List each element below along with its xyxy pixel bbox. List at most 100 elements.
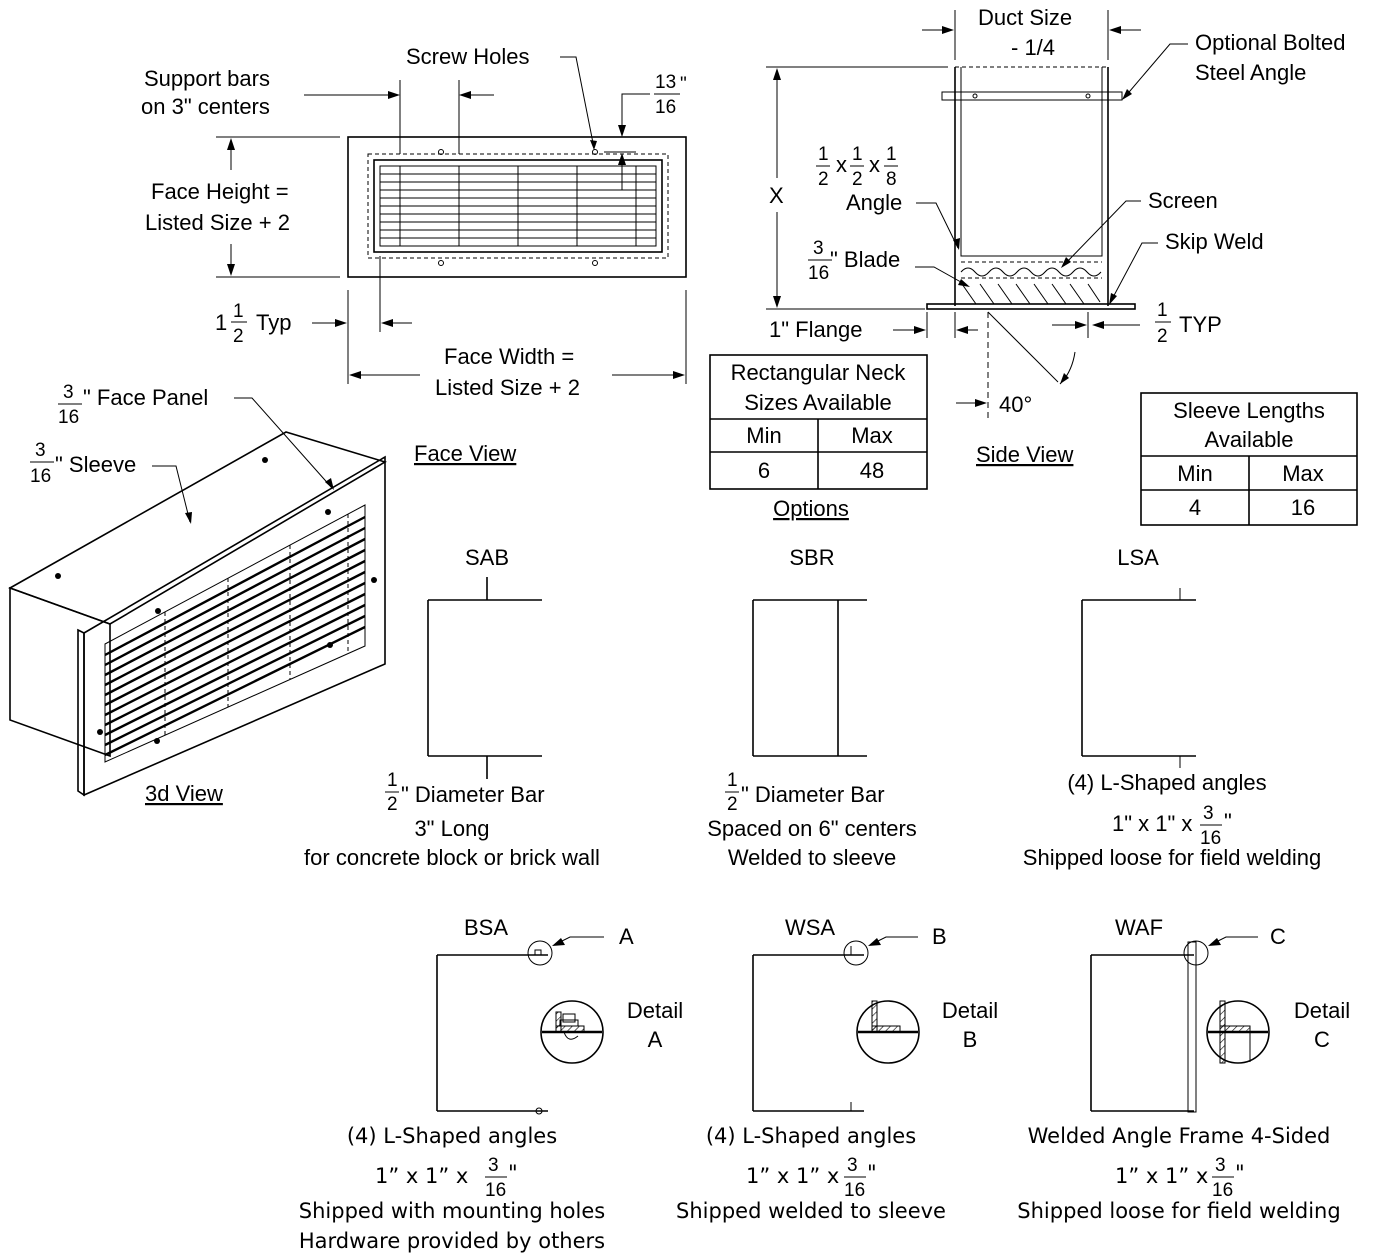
x-dimension-label: X bbox=[769, 183, 784, 208]
face-panel-label: " Face Panel bbox=[83, 385, 208, 410]
neck-table-val-min: 6 bbox=[758, 458, 770, 483]
sleeve-num: 3 bbox=[35, 440, 46, 461]
sleeve-lengths-table: Sleeve Lengths Available Min Max 4 16 bbox=[1140, 392, 1358, 526]
wsa-line3: Shipped welded to sleeve bbox=[676, 1199, 946, 1223]
side-typ-label: TYP bbox=[1179, 312, 1222, 337]
bolted-steel-angle bbox=[941, 91, 1123, 101]
bsa-code: BSA bbox=[464, 915, 508, 940]
waf-callout: C bbox=[1270, 924, 1286, 949]
angle-b-den: 2 bbox=[852, 169, 863, 190]
face-height-label-2: Listed Size + 2 bbox=[145, 210, 290, 235]
sleeve-den: 16 bbox=[30, 466, 51, 487]
angle-40-label: 40° bbox=[999, 392, 1032, 417]
neck-table-col-min: Min bbox=[746, 423, 781, 448]
bsa-detail-circle bbox=[540, 1000, 604, 1064]
face-panel-num: 3 bbox=[63, 382, 74, 403]
typ-label: Typ bbox=[256, 310, 291, 335]
wsa-frac-den: 16 bbox=[844, 1180, 865, 1201]
screw-holes-label: Screw Holes bbox=[406, 44, 529, 69]
wsa-line2-post: " bbox=[867, 1161, 877, 1185]
three-d-view: 3 16 " Face Panel 3 16 " Sleeve 3d View bbox=[8, 382, 387, 806]
option-lsa: LSA (4) L-Shaped angles 1" x 1" x 3 16 "… bbox=[1023, 545, 1321, 870]
bsa-frac-den: 16 bbox=[485, 1180, 506, 1201]
optional-angle-label-1: Optional Bolted bbox=[1195, 30, 1345, 55]
waf-callout-circle bbox=[1183, 940, 1209, 966]
lsa-line2-pre: 1" x 1" x bbox=[1112, 811, 1192, 836]
option-sab: SAB 1 2 " Diameter Bar 3" Long for concr… bbox=[304, 545, 600, 870]
face-view-title: Face View bbox=[414, 441, 516, 466]
wsa-line2-pre: 1” x 1” x bbox=[746, 1164, 839, 1188]
face-sleeve-dashed bbox=[367, 153, 669, 259]
lsa-line2-post: " bbox=[1224, 809, 1232, 834]
blade-den: 16 bbox=[808, 263, 829, 284]
neck-sizes-table: Rectangular Neck Sizes Available Min Max… bbox=[709, 354, 928, 490]
waf-code: WAF bbox=[1115, 915, 1163, 940]
sab-frac-den: 2 bbox=[387, 794, 398, 815]
support-bars-label-2: on 3" centers bbox=[141, 94, 270, 119]
lsa-code: LSA bbox=[1117, 545, 1159, 570]
waf-frac-den: 16 bbox=[1212, 1180, 1233, 1201]
sbr-line1: " Diameter Bar bbox=[741, 782, 885, 807]
side-typ-num: 1 bbox=[1157, 300, 1168, 321]
bsa-line3: Shipped with mounting holes bbox=[299, 1199, 605, 1223]
angle-a-den: 2 bbox=[818, 169, 829, 190]
waf-line3: Shipped loose for field welding bbox=[1017, 1199, 1340, 1223]
wsa-detail-l1: Detail bbox=[942, 998, 998, 1023]
neck-table-title-2: Sizes Available bbox=[744, 390, 892, 415]
sleeve-table-val-max: 16 bbox=[1291, 495, 1315, 520]
sbr-line2: Spaced on 6" centers bbox=[707, 816, 917, 841]
face-height-label-1: Face Height = bbox=[151, 179, 289, 204]
neck-table-col-max: Max bbox=[851, 423, 893, 448]
bsa-frac-num: 3 bbox=[488, 1155, 499, 1176]
lsa-line3: Shipped loose for field welding bbox=[1023, 845, 1321, 870]
sab-line1: " Diameter Bar bbox=[401, 782, 545, 807]
louver-opening-3d bbox=[104, 504, 366, 763]
option-bsa: BSA A Detail A (4) L-Shaped angles 1” x … bbox=[299, 915, 683, 1253]
face-view: Screw Holes Support bars on 3" centers 1… bbox=[141, 44, 687, 466]
duct-size-label-2: - 1/4 bbox=[1011, 35, 1055, 60]
side-flange bbox=[926, 303, 1136, 310]
sbr-line3: Welded to sleeve bbox=[728, 845, 896, 870]
angle-b-num: 1 bbox=[852, 144, 863, 165]
skip-weld-label: Skip Weld bbox=[1165, 229, 1264, 254]
wsa-frac-num: 3 bbox=[847, 1155, 858, 1176]
sleeve-table-col-max: Max bbox=[1282, 461, 1324, 486]
face-outer-frame bbox=[347, 136, 687, 278]
face-screw-holes bbox=[438, 149, 598, 266]
face-inner-frame bbox=[373, 159, 663, 253]
bsa-line1: (4) L-Shaped angles bbox=[347, 1124, 557, 1148]
three-d-view-title: 3d View bbox=[145, 781, 223, 806]
angle-x-2: x bbox=[869, 152, 880, 177]
wsa-detail-l2: B bbox=[963, 1027, 978, 1052]
flange-label: 1" Flange bbox=[769, 317, 862, 342]
angle-x-1: x bbox=[836, 152, 847, 177]
waf-detail-l1: Detail bbox=[1294, 998, 1350, 1023]
sleeve-side-face bbox=[9, 586, 111, 758]
sleeve-table-title-1: Sleeve Lengths bbox=[1173, 398, 1325, 423]
support-bars-label-1: Support bars bbox=[144, 66, 270, 91]
options-title: Options bbox=[773, 496, 849, 521]
bsa-line4: Hardware provided by others bbox=[299, 1229, 605, 1253]
sab-code: SAB bbox=[465, 545, 509, 570]
angle-a-num: 1 bbox=[818, 144, 829, 165]
wsa-callout-circle bbox=[843, 940, 869, 966]
duct-size-label-1: Duct Size bbox=[978, 5, 1072, 30]
bsa-detail-l2: A bbox=[648, 1027, 663, 1052]
lsa-frac-num: 3 bbox=[1203, 803, 1214, 824]
option-waf: WAF C Detail C Welded Angle Frame 4-Side… bbox=[1017, 915, 1350, 1223]
wsa-line1: (4) L-Shaped angles bbox=[706, 1124, 916, 1148]
sab-frac-num: 1 bbox=[387, 770, 398, 791]
blade-label: " Blade bbox=[830, 247, 900, 272]
angle-c-den: 8 bbox=[886, 169, 897, 190]
side-typ-den: 2 bbox=[1157, 326, 1168, 347]
waf-detail-l2: C bbox=[1314, 1027, 1330, 1052]
sleeve-table-val-min: 4 bbox=[1189, 495, 1201, 520]
waf-line1: Welded Angle Frame 4-Sided bbox=[1028, 1124, 1331, 1148]
bsa-line2-post: " bbox=[508, 1161, 518, 1185]
dim-13-16-den: 16 bbox=[655, 97, 676, 118]
sleeve-table-col-min: Min bbox=[1177, 461, 1212, 486]
screw-holes-leader bbox=[560, 56, 595, 149]
sleeve-table-title-2: Available bbox=[1205, 427, 1294, 452]
option-wsa: WSA B Detail B (4) L-Shaped angles 1” x … bbox=[676, 915, 998, 1223]
